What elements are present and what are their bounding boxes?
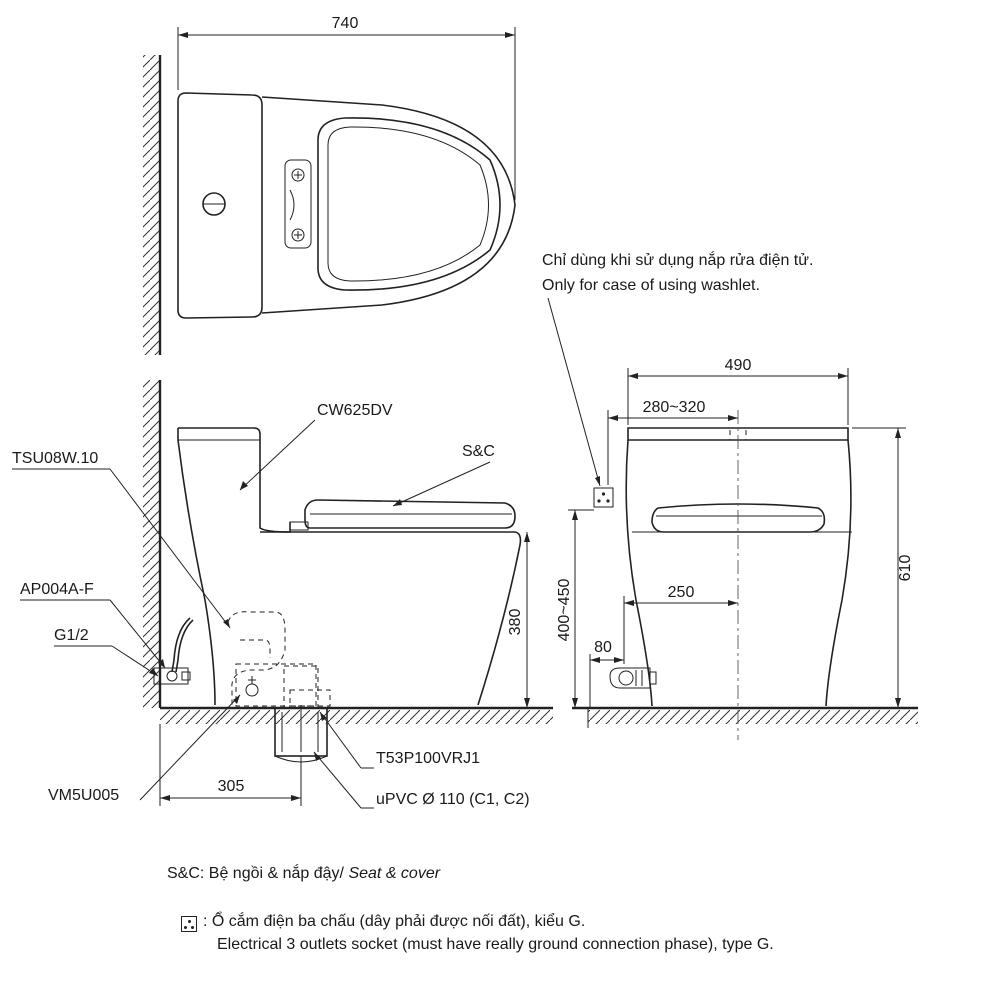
three-pin-socket-icon [181, 916, 197, 932]
side-view-bowl [260, 531, 522, 706]
seat-hinge [284, 159, 312, 249]
dim-seat-height: 380 [507, 609, 524, 636]
drain-flange [283, 665, 319, 709]
legend-sc-prefix: S&C: Bệ ngồi & nắp đậy/ [167, 865, 349, 882]
legend-seat-cover: S&C: Bệ ngồi & nắp đậy/ Seat & cover [167, 865, 440, 883]
side-view-tank [178, 427, 291, 533]
hinge-screw-icon [291, 228, 305, 242]
label-thread: G1/2 [54, 627, 89, 644]
top-view: 740 [143, 15, 516, 355]
front-view-inlet [609, 667, 651, 689]
top-view-seat [317, 117, 501, 291]
label-tank-model: CW625DV [317, 402, 393, 419]
water-hose [171, 617, 191, 673]
three-pin-socket-icon [593, 487, 614, 508]
dim-top-width: 740 [332, 15, 359, 32]
side-view-seat [304, 499, 516, 529]
dim-inlet-height: 80 [594, 639, 612, 656]
top-view-tank [177, 92, 263, 319]
label-bolt: VM5U005 [48, 787, 119, 804]
label-seat-cover: S&C [462, 443, 495, 460]
hinge-screw-icon [291, 168, 305, 182]
legend-socket-vi: : Ổ cắm điện ba chấu (dây phải được nối … [203, 913, 585, 931]
top-view-wall-hatch [143, 55, 159, 355]
washlet-note-vi: Chỉ dùng khi sử dụng nắp rửa điện tử. [542, 250, 813, 269]
legend-socket-en-text: Electrical 3 outlets socket (must have r… [217, 936, 774, 953]
front-view-seat [651, 503, 826, 533]
side-view: 380 305 CW625DV S&C TSU08W.10 AP004A-F G… [12, 380, 553, 809]
angle-valve [153, 667, 189, 685]
legend-socket-en: Electrical 3 outlets socket (must have r… [217, 936, 774, 954]
washlet-note-en: Only for case of using washlet. [542, 277, 760, 294]
label-pipe: uPVC Ø 110 (C1, C2) [376, 791, 530, 808]
legend-sc-en: Seat & cover [348, 865, 441, 882]
trapway [227, 611, 286, 706]
front-view: Chỉ dùng khi sử dụng nắp rửa điện tử. On… [542, 250, 918, 740]
top-view-bowl [261, 96, 516, 314]
dim-side-width: 490 [725, 357, 752, 374]
label-flange: T53P100VRJ1 [376, 750, 480, 767]
label-connector: TSU08W.10 [12, 450, 98, 467]
dim-total-height: 610 [897, 555, 914, 582]
dim-rough-in: 305 [218, 778, 245, 795]
dim-socket-offset: 280~320 [643, 399, 706, 416]
dim-socket-height: 400~450 [556, 579, 573, 642]
label-valve: AP004A-F [20, 581, 94, 598]
legend-socket-vi-text: : Ổ cắm điện ba chấu (dây phải được nối … [203, 913, 586, 930]
dim-drain-distance: 250 [668, 584, 695, 601]
front-view-body [625, 439, 653, 707]
